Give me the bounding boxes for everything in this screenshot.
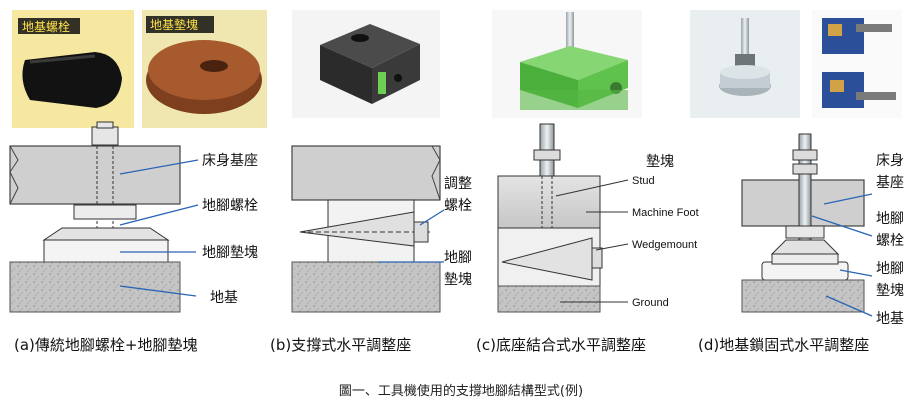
label-a-anchor-block: 地腳墊塊 xyxy=(202,245,258,261)
photo-support-leveler xyxy=(292,10,440,118)
label-b-anchor-block-2: 墊塊 xyxy=(444,272,472,288)
label-a-ground: 地基 xyxy=(210,289,238,306)
label-d-bed-1: 床身 xyxy=(876,153,904,169)
label-d-block-1: 地腳 xyxy=(876,261,904,277)
label-a-anchor-bolt: 地腳螺栓 xyxy=(202,198,258,214)
photo-foundation-block: 地基墊塊 xyxy=(142,10,267,128)
caption-a: (a)傳統地腳螺栓+地腳墊塊 xyxy=(14,336,197,354)
caption-c: (c)底座結合式水平調整座 xyxy=(476,336,646,354)
label-d-bolt-2: 螺栓 xyxy=(876,233,904,249)
photo-label-foundation-block: 地基墊塊 xyxy=(150,17,198,32)
photo-wedgemount xyxy=(492,10,642,118)
label-b-adjust-bolt-2: 螺栓 xyxy=(444,198,472,214)
label-b-adjust-bolt-1: 調整 xyxy=(444,176,472,192)
label-c-machine-foot: Machine Foot xyxy=(632,207,699,219)
label-c-block: 墊塊 xyxy=(646,154,674,170)
label-b-anchor-block-1: 地腳 xyxy=(444,250,472,266)
label-d-block-2: 墊塊 xyxy=(876,283,904,299)
label-c-ground: Ground xyxy=(632,297,669,309)
photo-label-anchor-bolt: 地基螺栓 xyxy=(22,19,70,34)
photo-anchor-bolt: 地基螺栓 xyxy=(12,10,134,128)
label-d-bolt-1: 地腳 xyxy=(876,211,904,227)
label-c-stud: Stud xyxy=(632,175,655,187)
photo-blue-levelers xyxy=(812,10,902,118)
photo-anchor-leveler xyxy=(690,10,800,118)
caption-b: (b)支撐式水平調整座 xyxy=(270,336,411,354)
panel-b-drawing xyxy=(291,145,445,313)
label-d-ground: 地基 xyxy=(876,310,904,327)
panel-c-drawing xyxy=(497,123,629,313)
label-d-bed-2: 基座 xyxy=(876,174,904,191)
label-c-wedgemount: Wedgemount xyxy=(632,239,697,251)
figure-caption: 圖一、工具機使用的支撐地腳結構型式(例) xyxy=(339,383,583,399)
panel-d-drawing xyxy=(741,133,873,317)
label-a-bed-base: 床身基座 xyxy=(202,152,258,169)
panel-a-drawing xyxy=(9,121,199,313)
caption-d: (d)地基鎖固式水平調整座 xyxy=(698,336,869,354)
